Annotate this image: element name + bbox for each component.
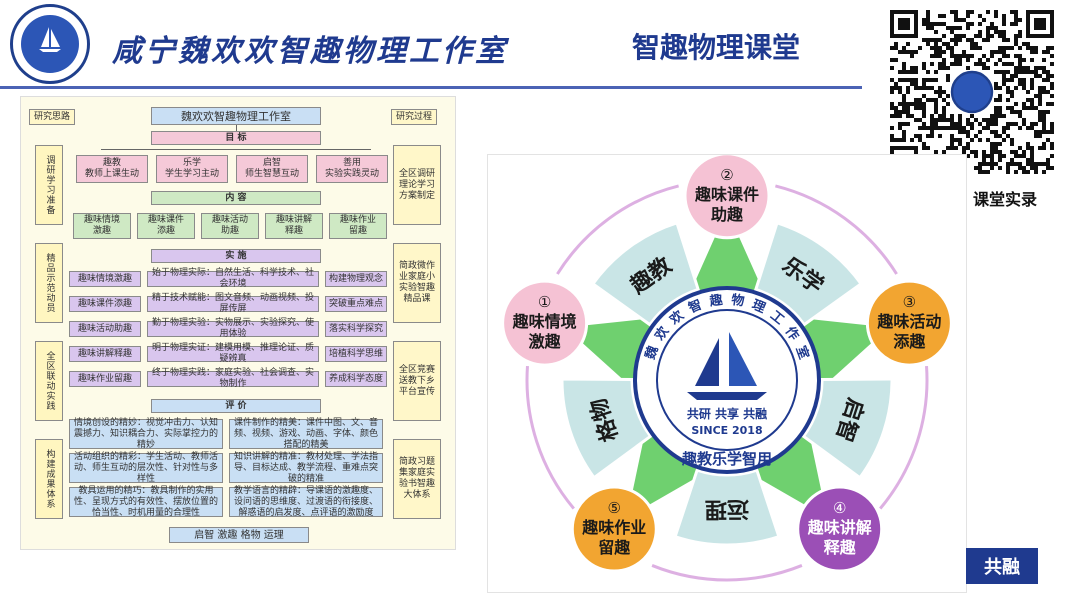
stage-label-line1: 趣味作业 xyxy=(581,518,646,537)
stage-number: ④ xyxy=(833,499,846,517)
center-motto: 趣教乐学智用 xyxy=(681,450,772,468)
center-inner-ring xyxy=(656,309,798,451)
content-box: 趣味作业 留趣 xyxy=(329,213,387,239)
cycle-arrow xyxy=(525,365,575,510)
petal-sector xyxy=(590,220,701,327)
content-box: 趣味活动 助趣 xyxy=(201,213,259,239)
ring-character: 理 xyxy=(750,298,768,317)
qr-code-icon[interactable] xyxy=(890,10,1054,174)
implementation-detail: 终于物理实践：家庭实验、社会调查、实物制作 xyxy=(147,368,319,389)
corner-badge: 共融 xyxy=(966,548,1038,584)
classroom-title: 智趣物理课堂 xyxy=(632,31,801,64)
stage-node xyxy=(570,485,658,573)
cycle-arrow xyxy=(775,184,898,275)
petal-label: 运理 xyxy=(705,496,749,521)
center-slogan: 共研 共享 共融 xyxy=(687,406,767,421)
content-box: 趣味讲解 释趣 xyxy=(265,213,323,239)
goal-box: 趣教 教师上课生动 xyxy=(76,155,148,183)
stage-label-line1: 趣味讲解 xyxy=(807,518,872,537)
ring-character: 魏 xyxy=(642,344,662,363)
goal-box: 乐学 学生学习主动 xyxy=(156,155,228,183)
implementation-method: 趣味情境激趣 xyxy=(69,271,141,287)
cycle-graphic: 趣教乐学启智运理格物魏欢欢智趣物理工作室共研 共享 共融SINCE 2018趣教… xyxy=(501,152,953,582)
implementation-outcome: 构建物理观念 xyxy=(325,271,387,287)
ring-character: 室 xyxy=(792,344,811,362)
center-since: SINCE 2018 xyxy=(691,424,762,437)
evaluation-header: 评 价 xyxy=(151,399,321,413)
petal-sector xyxy=(801,377,894,480)
cycle-arrow xyxy=(556,184,679,275)
goal-header: 目 标 xyxy=(151,131,321,145)
evaluation-criterion: 情境创设的精妙：视觉冲击力、认知震撼力、知识耦合力、实际掌控力的精妙 xyxy=(69,418,223,450)
petal-sector xyxy=(560,377,653,480)
stage-label-line2: 释趣 xyxy=(824,538,857,557)
stage-label-line2: 激趣 xyxy=(529,332,562,351)
implementation-outcome: 培植科学思维 xyxy=(325,346,387,362)
evaluation-criterion: 教具运用的精巧：教具制作的实用性、呈现方式的有效性、摆放位置的恰当性、时机用量的… xyxy=(69,486,223,518)
implementation-detail: 始于物理实际：自然生活、科学技术、社会环境 xyxy=(147,268,319,289)
research-process-label: 研究过程 xyxy=(391,109,437,125)
stage-label-line2: 添趣 xyxy=(893,332,926,351)
goal-box: 善用 实验实践灵动 xyxy=(316,155,388,183)
research-step-left: 构建成果体系 xyxy=(35,439,63,519)
research-flowchart: 研究思路 研究过程 魏欢欢智趣物理工作室 目 标 趣教 教师上课生动乐学 学生学… xyxy=(20,96,456,550)
studio-logo-icon xyxy=(10,4,90,84)
sail-icon xyxy=(39,27,61,52)
petal-sector xyxy=(673,468,781,547)
research-step-left: 调研学习准备 xyxy=(35,145,63,225)
implementation-detail: 精于技术赋能：图文音频、动画视频、投屏传屏 xyxy=(147,293,319,314)
content-header: 内 容 xyxy=(151,191,321,205)
stage-node xyxy=(796,485,884,573)
research-step-left: 全区联动实践 xyxy=(35,341,63,421)
stage-number: ③ xyxy=(903,293,916,311)
goal-box: 启智 师生智慧互动 xyxy=(236,155,308,183)
stage-node xyxy=(865,279,953,367)
stage-label-line1: 趣味活动 xyxy=(876,312,941,331)
ring-character: 物 xyxy=(730,292,745,310)
ring-character: 趣 xyxy=(708,292,725,310)
implementation-method: 趣味课件添趣 xyxy=(69,296,141,312)
evaluation-criterion: 知识讲解的精准：教材处理、学法指导、目标达成、教学流程、重难点突破的精准 xyxy=(229,452,383,484)
research-step-right: 简政微作业家庭小实验智趣精品课 xyxy=(393,243,441,323)
stage-label-line1: 趣味情境 xyxy=(512,312,577,331)
research-step-right: 简政习题集家庭实验书智趣大体系 xyxy=(393,439,441,519)
evaluation-criterion: 教学语言的精辟：导课语的激趣度、设问语的思维度、过渡语的衔接度、解惑语的启发度、… xyxy=(229,486,383,518)
stage-number: ① xyxy=(538,293,551,311)
cycle-arrow xyxy=(879,365,929,510)
content-box: 趣味课件 添趣 xyxy=(137,213,195,239)
implementation-method: 趣味讲解释趣 xyxy=(69,346,141,362)
research-step-right: 全区调研理论学习方案制定 xyxy=(393,145,441,225)
boat-icon xyxy=(687,392,767,400)
implementation-detail: 勤于物理实验：实物展示、实验探究、使用体验 xyxy=(147,318,319,339)
evaluation-criterion: 课件制作的精美：课件中图、文、音频、视频、游戏、动画、字体、颜色搭配的精美 xyxy=(229,418,383,450)
content-box: 趣味情境 激趣 xyxy=(73,213,131,239)
implementation-detail: 明于物理实证：建模用模、推理论证、质疑辨真 xyxy=(147,343,319,364)
implementation-header: 实 施 xyxy=(151,249,321,263)
sail-icon xyxy=(695,338,719,386)
implementation-outcome: 突破重点难点 xyxy=(325,296,387,312)
ring-character: 智 xyxy=(686,297,704,317)
stage-label-line2: 留趣 xyxy=(598,538,631,557)
research-thinking-label: 研究思路 xyxy=(29,109,75,125)
stage-node xyxy=(501,279,589,367)
stage-label-line1: 趣味课件 xyxy=(694,185,759,204)
implementation-outcome: 养成科学态度 xyxy=(325,371,387,387)
header-divider xyxy=(0,86,870,89)
stage-number: ② xyxy=(720,166,733,184)
research-step-left: 精品示范动员 xyxy=(35,243,63,323)
stage-label-line2: 助趣 xyxy=(711,205,744,224)
petal-sector xyxy=(753,220,864,327)
implementation-method: 趣味作业留趣 xyxy=(69,371,141,387)
studio-title: 咸宁魏欢欢智趣物理工作室 xyxy=(112,34,508,69)
flowchart-footer: 启智 激趣 格物 运理 xyxy=(169,527,309,543)
flowchart-title: 魏欢欢智趣物理工作室 xyxy=(151,107,321,125)
cycle-arrow xyxy=(651,564,803,582)
research-step-right: 全区竞赛送教下乡平台宣传 xyxy=(393,341,441,421)
evaluation-criterion: 活动组织的精彩：学生活动、教师活动、师生互动的层次性、针对性与多样性 xyxy=(69,452,223,484)
sail-icon xyxy=(729,332,757,386)
implementation-method: 趣味活动助趣 xyxy=(69,321,141,337)
stage-number: ⑤ xyxy=(608,499,621,517)
implementation-outcome: 落实科学探究 xyxy=(325,321,387,337)
